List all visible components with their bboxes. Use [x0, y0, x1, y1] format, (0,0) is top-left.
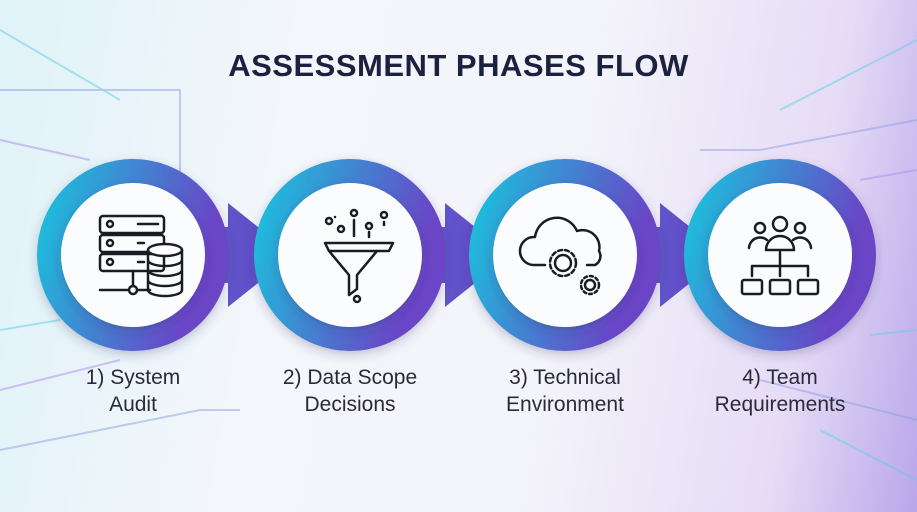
page-title: ASSESSMENT PHASES FLOW — [228, 48, 689, 83]
phase-label-line2: Decisions — [304, 393, 396, 416]
flow-arrow — [420, 203, 510, 307]
phase-ring — [37, 159, 229, 351]
cloud-gears-icon — [518, 216, 602, 296]
phase-ring — [469, 159, 661, 351]
phase-ring — [254, 159, 446, 351]
phase-label-line1: 2) Data Scope — [282, 366, 418, 389]
phase-label-line2: Audit — [109, 393, 157, 416]
phase-label-line2: Environment — [506, 393, 624, 416]
flow-arrow — [203, 203, 293, 307]
phase-label-line1: 1) System — [85, 366, 181, 389]
funnel-filter-icon — [323, 208, 395, 304]
phase-label-line1: 4) Team — [742, 366, 818, 389]
flow-arrow — [635, 203, 725, 307]
phase-label-line2: Requirements — [714, 393, 846, 416]
phase-label-line1: 3) Technical — [509, 366, 621, 389]
phase-circle — [278, 183, 422, 327]
phase-ring — [684, 159, 876, 351]
team-hierarchy-icon — [740, 215, 820, 296]
phase-node-2 — [254, 159, 510, 351]
server-database-icon — [98, 214, 184, 298]
